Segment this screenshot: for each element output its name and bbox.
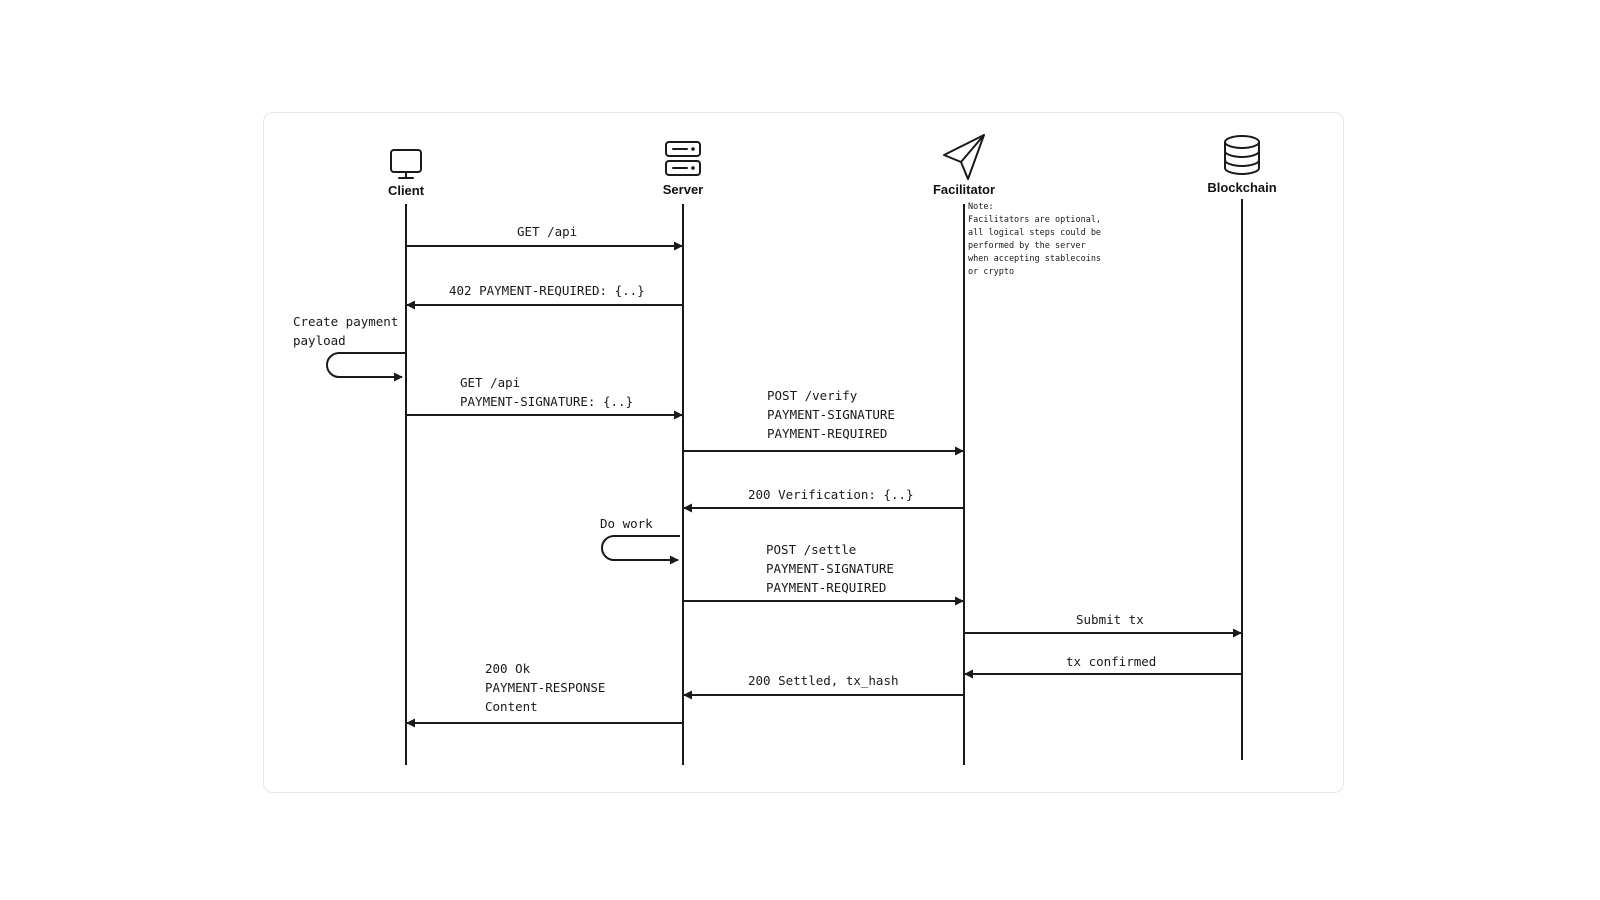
note-line: Note: [968,202,994,212]
message-label: tx confirmed [1066,654,1156,669]
message-label: PAYMENT-REQUIRED [767,426,887,441]
message-label: 200 Verification: {..} [748,487,914,502]
message-label: Create payment [293,314,398,329]
participant-label-blockchain: Blockchain [1207,180,1276,195]
message-get-api-with-signature: GET /api PAYMENT-SIGNATURE: {..} [406,375,683,420]
note-line: all logical steps could be [968,228,1101,238]
message-200-ok: 200 Ok PAYMENT-RESPONSE Content [406,661,683,728]
note-line: or crypto [968,267,1014,277]
message-label: POST /settle [766,542,856,557]
database-icon [1224,135,1260,175]
self-loop-arrow [601,535,680,565]
message-label: PAYMENT-SIGNATURE [767,407,895,422]
server-icon [665,141,701,176]
participant-label-server: Server [663,182,703,197]
message-get-api: GET /api [406,224,683,251]
self-loop-arrow [326,352,405,382]
message-200-settled: 200 Settled, tx_hash [683,673,964,700]
message-post-verify: POST /verify PAYMENT-SIGNATURE PAYMENT-R… [683,388,964,456]
paper-plane-icon [943,134,985,180]
message-label: PAYMENT-SIGNATURE: {..} [460,394,633,409]
note-line: Facilitators are optional, [968,215,1101,225]
monitor-icon [390,149,422,179]
message-label: 402 PAYMENT-REQUIRED: {..} [449,283,645,298]
message-label: payload [293,333,346,348]
message-label: GET /api [460,375,520,390]
message-label: 200 Settled, tx_hash [748,673,899,688]
note-line: performed by the server [968,241,1086,251]
message-do-work: Do work [600,516,680,565]
message-label: GET /api [517,224,577,239]
note-line: when accepting stablecoins [968,254,1101,264]
message-200-verification: 200 Verification: {..} [683,487,964,513]
message-label: Do work [600,516,653,531]
message-label: Content [485,699,538,714]
message-tx-confirmed: tx confirmed [964,654,1242,679]
message-label: 200 Ok [485,661,531,676]
message-label: PAYMENT-RESPONSE [485,680,605,695]
message-label: POST /verify [767,388,858,403]
facilitator-note: Note: Facilitators are optional, all log… [968,202,1101,277]
message-label: PAYMENT-REQUIRED [766,580,886,595]
message-post-settle: POST /settle PAYMENT-SIGNATURE PAYMENT-R… [683,542,964,606]
message-label: PAYMENT-SIGNATURE [766,561,894,576]
participant-label-facilitator: Facilitator [933,182,995,197]
diagram-card: Client Server Facilitator Blockchain Not… [263,112,1344,793]
message-create-payment-payload: Create payment payload [293,314,405,382]
message-label: Submit tx [1076,612,1144,627]
message-submit-tx: Submit tx [964,612,1242,638]
sequence-diagram: Client Server Facilitator Blockchain Not… [293,134,1277,765]
participant-label-client: Client [388,183,425,198]
message-402-payment-required: 402 PAYMENT-REQUIRED: {..} [406,283,683,310]
